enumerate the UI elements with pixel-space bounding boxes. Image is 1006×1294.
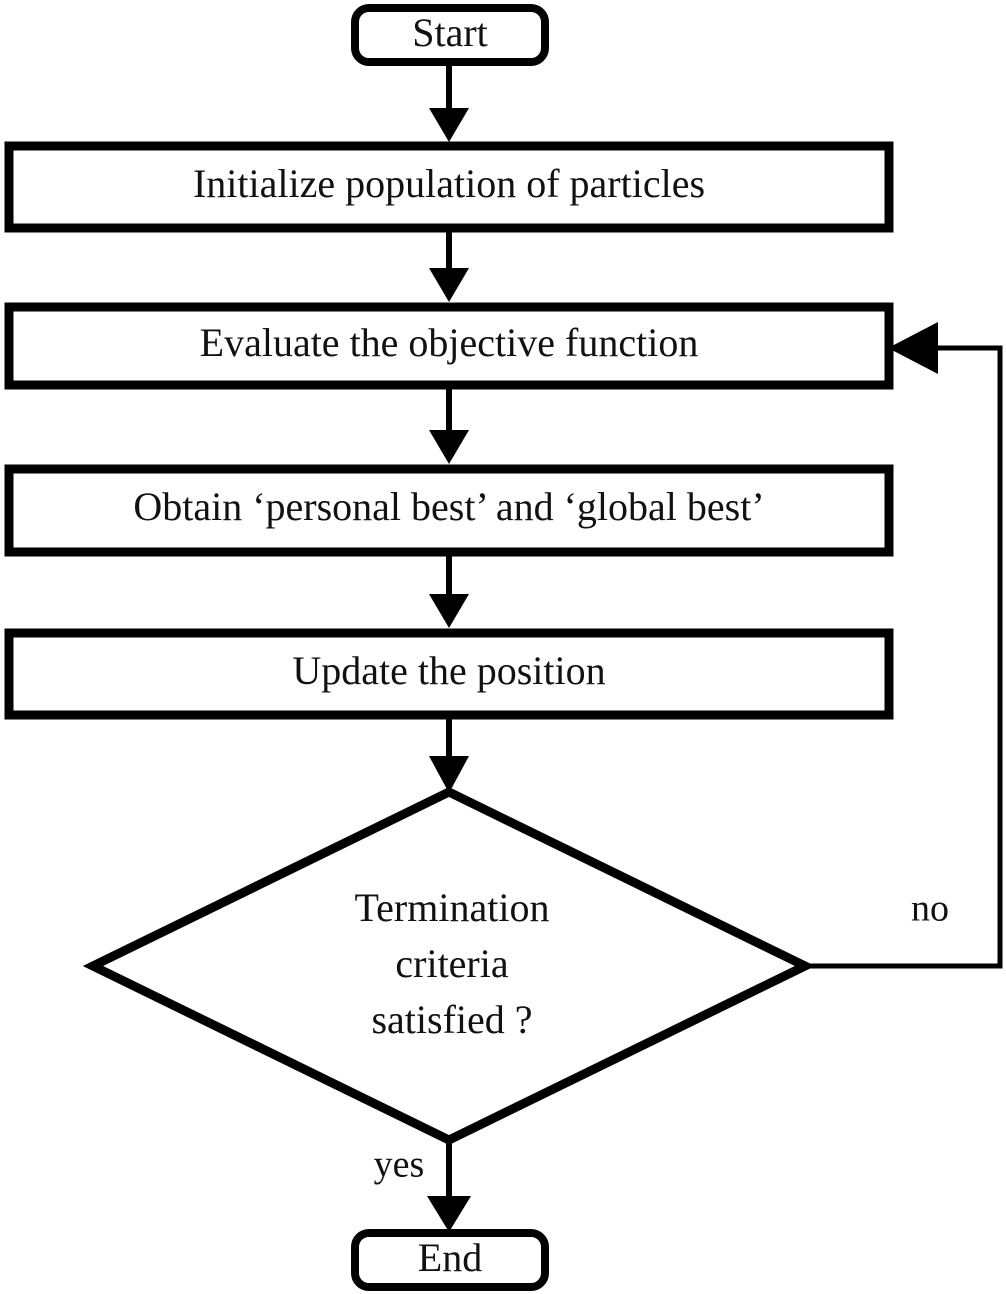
- edge-update-to-decision: [429, 715, 469, 793]
- node-end-label: End: [418, 1235, 482, 1280]
- arrow-head-icon: [429, 594, 469, 628]
- node-obtain-label: Obtain ‘personal best’ and ‘global best’: [133, 484, 764, 529]
- node-decision-line3: satisfied ?: [371, 997, 532, 1042]
- arrow-head-icon: [888, 322, 938, 374]
- node-start[interactable]: Start: [351, 4, 549, 66]
- arrow-head-icon: [429, 268, 469, 302]
- node-initialize-shape[interactable]: [4, 141, 894, 233]
- node-evaluate-shape[interactable]: [4, 302, 894, 390]
- node-decision-line2: criteria: [395, 941, 508, 986]
- node-initialize[interactable]: Initialize population of particles: [4, 141, 894, 233]
- node-decision-line1: Termination: [355, 885, 550, 930]
- edge-decision-no-to-evaluate: [805, 322, 1003, 969]
- edge-label-no: no: [911, 888, 949, 930]
- node-evaluate[interactable]: Evaluate the objective function: [4, 302, 894, 390]
- node-obtain[interactable]: Obtain ‘personal best’ and ‘global best’: [4, 464, 894, 557]
- node-evaluate-label: Evaluate the objective function: [200, 320, 699, 365]
- node-obtain-shape[interactable]: [4, 464, 894, 557]
- node-update-shape[interactable]: [4, 628, 894, 720]
- arrow-head-icon: [427, 1196, 471, 1232]
- node-end[interactable]: End: [351, 1229, 549, 1291]
- arrow-head-icon: [429, 430, 469, 464]
- edge-initialize-to-evaluate: [429, 228, 469, 302]
- arrow-head-icon: [429, 756, 469, 793]
- node-start-label: Start: [412, 10, 488, 55]
- edge-label-yes: yes: [374, 1144, 425, 1186]
- edge-decision-yes-to-end: [427, 1140, 471, 1232]
- node-decision-shape[interactable]: [82, 786, 816, 1146]
- node-update[interactable]: Update the position: [4, 628, 894, 720]
- node-end-shape[interactable]: [351, 1229, 549, 1291]
- edge-start-to-initialize: [429, 62, 469, 142]
- node-initialize-label: Initialize population of particles: [193, 161, 705, 206]
- arrow-head-icon: [429, 108, 469, 142]
- edge-line: [805, 345, 1003, 969]
- node-update-label: Update the position: [292, 648, 605, 693]
- node-decision[interactable]: Termination criteria satisfied ?: [82, 786, 816, 1146]
- edge-evaluate-to-obtain: [429, 385, 469, 464]
- edge-obtain-to-update: [429, 552, 469, 628]
- node-start-shape[interactable]: [351, 4, 549, 66]
